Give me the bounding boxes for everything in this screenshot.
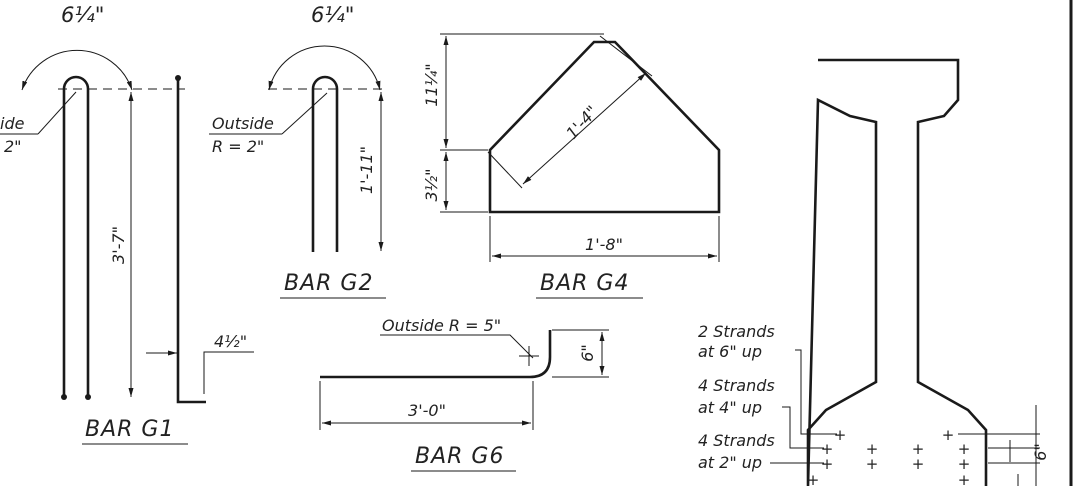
strand-mark: +: [821, 455, 834, 473]
bar-g6-bar: [320, 330, 552, 379]
strand-mark: +: [958, 440, 971, 458]
strand-note-1-line2: at 6" up: [698, 342, 762, 361]
strand-mark: +: [942, 426, 955, 444]
bar-g4: 11¼" 3½" 1'-4" 1'-8" BAR G4: [422, 33, 721, 299]
bar-g4-top-dim-label: 11¼": [422, 63, 441, 106]
strand-note-3-line2: at 2" up: [698, 453, 762, 472]
strand-note-1-line1: 2 Strands: [698, 322, 775, 341]
bar-g2-hook: [311, 75, 339, 252]
bar-g6-radius-note: Outside R = 5": [382, 316, 501, 335]
strand-mark: +: [912, 440, 925, 458]
bar-g1-end-left: [61, 394, 67, 400]
strand-mark: +: [807, 471, 820, 486]
bar-g6-height-dim-label: 6": [578, 344, 597, 362]
beam-section: + + + + + + + + + + + + 2 Strands at 6" …: [698, 0, 1073, 486]
bar-g2: 6¼" 1'-11" Outside R = 2" BAR G2: [209, 3, 388, 299]
bar-g4-diag-dim-label: 1'-4": [562, 102, 601, 143]
bar-g2-height-dim-label: 1'-11": [357, 146, 376, 194]
bar-g6-length-dim-label: 3'-0": [408, 401, 446, 420]
bar-g1-hook: [62, 75, 90, 396]
beam-outline: [806, 58, 988, 486]
bar-g2-title: BAR G2: [284, 271, 373, 296]
bar-g6-radius-leader: [380, 334, 534, 359]
strand-leader-2: [782, 406, 824, 449]
bar-g1-straight-end: [175, 75, 181, 81]
strand-mark: +: [912, 455, 925, 473]
bar-g2-radius-leader: [281, 92, 328, 135]
bar-g2-radius-note-2: R = 2": [212, 137, 264, 156]
bar-g1-radius-leader: [37, 91, 77, 135]
strand-mark: +: [958, 471, 971, 486]
bar-g1-offset-leader: [203, 351, 254, 394]
strand-mark: +: [866, 440, 879, 458]
bar-g4-shape: [488, 40, 721, 214]
bar-g4-diag-ext-2: [487, 151, 523, 189]
strand-note-2-line2: at 4" up: [698, 398, 762, 417]
strand-note-3-line1: 4 Strands: [698, 431, 775, 450]
strand-mark: +: [821, 440, 834, 458]
bar-g1-straight-bar: [176, 79, 206, 404]
bar-g4-lower-dim-label: 3½": [422, 168, 441, 201]
bar-g2-radius-note-1: Outside: [212, 114, 274, 133]
bar-g6-title: BAR G6: [415, 444, 504, 469]
bar-g1-height-dim-label: 3'-7": [109, 226, 128, 264]
bar-g4-title: BAR G4: [540, 271, 629, 296]
bar-g1-radius-note-1: ide: [0, 114, 25, 133]
bar-g1-title: BAR G1: [85, 417, 174, 442]
strand-mark: +: [866, 455, 879, 473]
beam-spacing-dim-label: 6": [1031, 443, 1050, 461]
bar-g1-arc-dim: [21, 49, 133, 91]
bar-g1-end-right: [85, 394, 91, 400]
bar-g1-radius-note-2: 2": [4, 137, 22, 156]
bar-g4-width-dim-label: 1'-8": [585, 235, 623, 254]
bar-g2-arc-dim: [268, 45, 381, 91]
strand-mark: +: [834, 426, 847, 444]
bar-g4-diag-ext-1: [599, 35, 653, 77]
bar-g1: 6¼" 3'-7" ide 2" 4½" BAR G1: [0, 3, 254, 445]
strand-leader-1: [795, 349, 837, 435]
bar-g1-offset-dim-label: 4½": [214, 332, 247, 351]
bar-g6: 6" Outside R = 5" 3'-0" BAR G6: [319, 316, 609, 472]
bar-g1-arc-dim-label: 6¼": [61, 3, 104, 27]
strand-mark: +: [958, 455, 971, 473]
bar-g2-arc-dim-label: 6¼": [311, 3, 354, 27]
strand-note-2-line1: 4 Strands: [698, 376, 775, 395]
bar-g4-diag-dim: [522, 72, 647, 185]
